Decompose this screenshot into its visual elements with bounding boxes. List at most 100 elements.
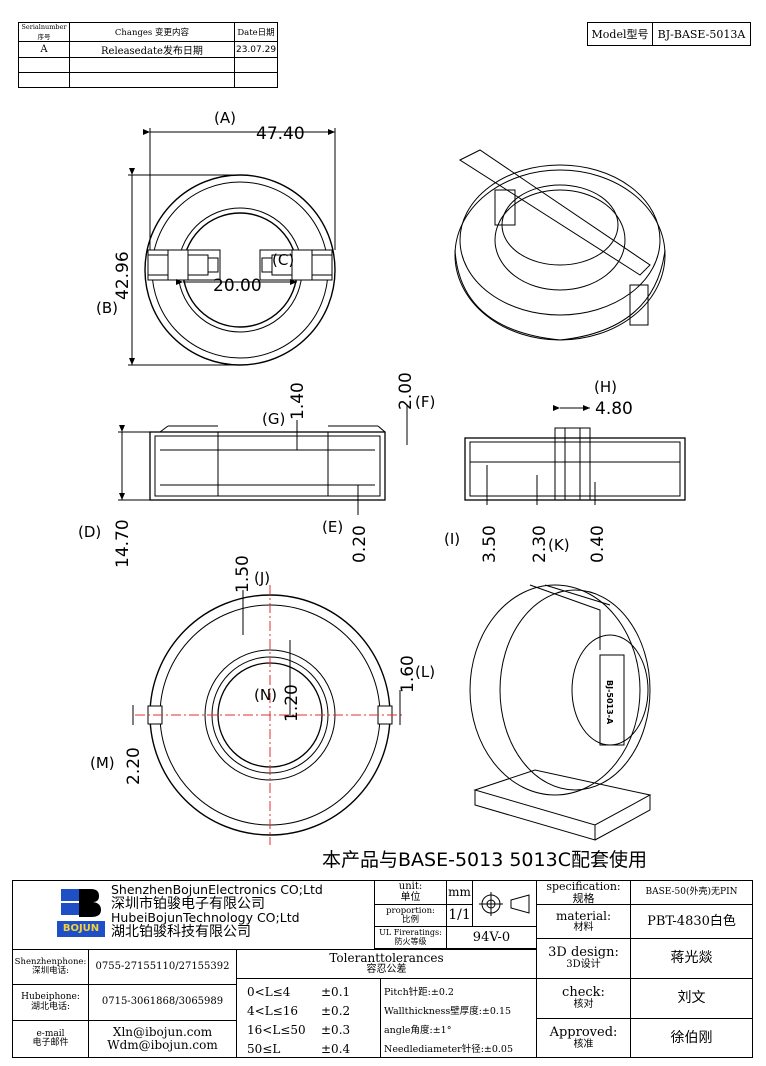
ul-label: UL Fireratings: <box>379 928 442 938</box>
hb-phone-label-cn: 湖北电话: <box>30 1001 71 1012</box>
company-name-en-1: ShenzhenBojunElectronics CO;Ltd <box>111 882 323 897</box>
check-label: check: <box>562 985 605 1001</box>
material-value: PBT-4830白色 <box>630 905 752 939</box>
material-label-cell: material:材料 <box>536 905 630 939</box>
dim-B-tag: (B) <box>96 299 118 317</box>
logo-text: BOJUN <box>62 923 100 934</box>
design-label-cell: 3D design:3D设计 <box>536 939 630 979</box>
isometric-view-bottom <box>469 584 652 841</box>
dim-B-value: 42.96 <box>113 251 133 300</box>
range-label: 4<L≤16 <box>247 1004 298 1018</box>
revision-table: Serialnumber序号 Changes 变更内容 Date日期 A Rel… <box>18 22 278 88</box>
dim-A-tag: (A) <box>214 109 236 127</box>
approved-label: Approved: <box>549 1024 618 1040</box>
tolerance-spec: angle角度:±1° <box>384 1025 452 1036</box>
isometric-view-top <box>454 149 666 341</box>
unit-label-cell: unit:单位 <box>374 881 446 905</box>
rev-cell <box>234 72 278 88</box>
spec-label-cn: 规格 <box>572 891 595 905</box>
dim-G-value: 1.40 <box>288 382 308 420</box>
range-value: ±0.1 <box>321 985 351 999</box>
range-label: 0<L≤4 <box>247 985 291 999</box>
proportion-value: 1/1 <box>446 905 472 927</box>
proportion-label-cell: proportion:比例 <box>374 905 446 927</box>
dim-L-value: 1.60 <box>398 655 418 693</box>
company-name-cn-1: 深圳市铂骏电子有限公司 <box>111 896 265 912</box>
top-view <box>144 174 336 366</box>
ul-value: 94V-0 <box>446 927 536 949</box>
unit-label: unit: <box>398 881 423 892</box>
range-value: ±0.4 <box>321 1042 351 1056</box>
dim-I-value: 3.50 <box>480 525 500 563</box>
rev-cell <box>68 72 236 88</box>
sz-phone-label-cell: Shenzhenphone:深圳电话: <box>13 949 89 985</box>
tolerance-spec: Wallthickness壁厚度:±0.15 <box>384 1006 512 1017</box>
design-label: 3D design: <box>548 945 619 961</box>
spec-value: BASE-50(外壳)无PIN <box>630 881 752 905</box>
dim-D-tag: (D) <box>78 523 101 541</box>
dim-I-tag: (I) <box>444 530 460 548</box>
technical-drawing: (A) 47.40 (B) 42.96 (C) 20.00 (D) 14.70 … <box>78 109 686 845</box>
check-label-cn: 核对 <box>573 999 594 1011</box>
approved-value: 徐伯刚 <box>630 1019 752 1057</box>
tolerance-specs: Pitch针距:±0.2 Wallthickness壁厚度:±0.15 angl… <box>380 979 536 1057</box>
dim-K-tag: (K) <box>548 536 570 554</box>
dim-F-value: 2.00 <box>396 372 416 410</box>
projection-symbol <box>472 881 536 927</box>
design-label-cn: 3D设计 <box>566 959 601 971</box>
dim-N-tag: (N) <box>254 686 277 704</box>
company-name-en-2: HubeiBojunTechnology CO;Ltd <box>111 910 300 925</box>
sz-phone-label-cn: 深圳电话: <box>32 966 69 976</box>
company-names: ShenzhenBojunElectronics CO;Ltd 深圳市铂骏电子有… <box>111 882 323 940</box>
sz-phone-label: Shenzhenphone: <box>14 957 87 968</box>
email-label-cn: 电子邮件 <box>32 1038 69 1048</box>
proportion-label: proportion: <box>386 905 435 916</box>
range-label: 50≤L <box>247 1042 281 1056</box>
sz-phone-value: 0755-27155110/27155392 <box>89 949 236 985</box>
ul-label-cn: 防火等级 <box>394 936 427 946</box>
hb-phone-label: Hubeiphone: <box>21 992 80 1003</box>
dim-H-value: 4.80 <box>595 399 633 419</box>
model-label: Model型号 <box>588 23 653 45</box>
dim-L-tag: (L) <box>415 663 435 681</box>
ul-label-cell: UL Fireratings:防火等级 <box>374 927 446 949</box>
company-name-cn-2: 湖北铂骏科技有限公司 <box>111 924 251 940</box>
check-label-cell: check:核对 <box>536 979 630 1019</box>
range-value: ±0.3 <box>321 1023 351 1037</box>
range-value: ±0.2 <box>321 1004 351 1018</box>
email-label: e-mail <box>36 1028 65 1039</box>
front-view <box>149 425 386 501</box>
proportion-label-cn: 比例 <box>401 914 419 925</box>
tolerance-ranges: 0<L≤4 ±0.1 4<L≤16 ±0.2 16<L≤50 ±0.3 50≤L ±0.… <box>236 979 380 1057</box>
unit-value: mm <box>446 881 472 905</box>
model-value: BJ-BASE-5013A <box>657 27 746 41</box>
dim-K-value: 2.30 <box>530 525 550 563</box>
hb-phone-label-cell: Hubeiphone:湖北电话: <box>13 985 89 1021</box>
email-2: Wdm@ibojun.com <box>107 1038 218 1052</box>
range-label: 16<L≤50 <box>247 1023 306 1037</box>
tolerance-title: Toleranttolerances <box>329 951 444 966</box>
dim-E-tag: (E) <box>322 518 343 536</box>
hb-phone-value: 0715-3061868/3065989 <box>89 985 236 1021</box>
dim-N-value: 1.20 <box>282 684 302 722</box>
title-block: BOJUN ShenzhenBojunElectronics CO;Ltd 深圳… <box>12 880 753 1058</box>
dim-J-tag: (J) <box>254 569 270 587</box>
spec-label: specification: <box>546 879 621 893</box>
company-logo: BOJUN <box>57 885 105 941</box>
tolerance-title-cn: 容忍公差 <box>366 964 407 976</box>
dim-E-value: 0.20 <box>350 525 370 563</box>
side-view <box>464 427 686 501</box>
dim-C-value: 20.00 <box>213 276 262 296</box>
dim-K2-value: 0.40 <box>588 525 608 563</box>
dim-M-value: 2.20 <box>124 747 144 785</box>
dim-C-tag: (C) <box>272 251 294 269</box>
check-value: 刘文 <box>630 979 752 1019</box>
usage-note: 本产品与BASE-5013 5013C配套使用 <box>322 849 647 871</box>
material-label-cn: 材料 <box>573 921 594 933</box>
dim-J-value: 1.50 <box>233 555 253 593</box>
approved-label-cell: Approved:核准 <box>536 1019 630 1057</box>
unit-label-cn: 单位 <box>400 891 421 903</box>
